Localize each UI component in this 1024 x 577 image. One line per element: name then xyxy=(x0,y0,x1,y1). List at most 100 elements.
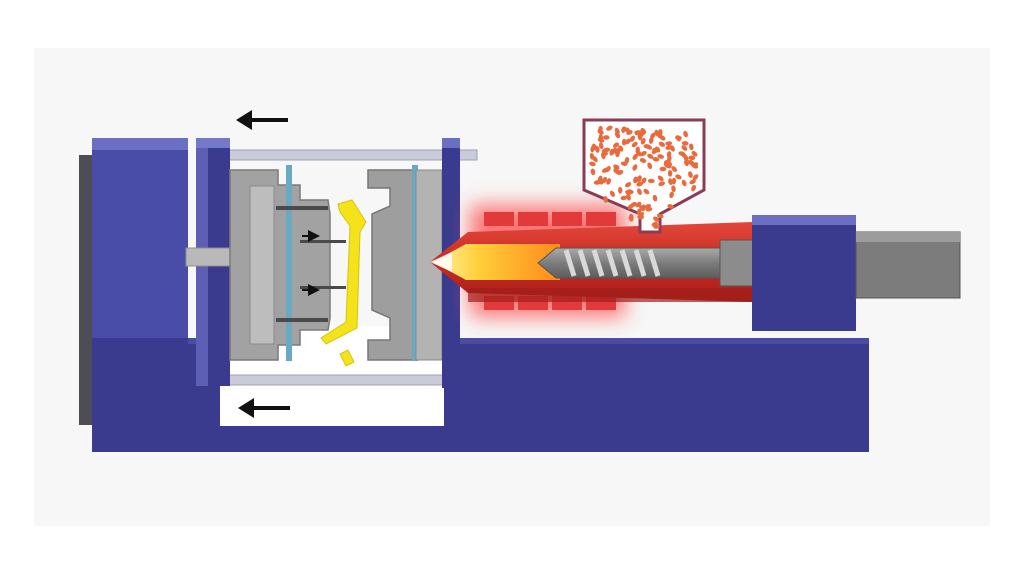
plastic-pellets xyxy=(589,125,699,229)
pellet xyxy=(678,151,686,156)
pellet xyxy=(589,161,596,167)
pellet xyxy=(643,188,650,195)
pellet xyxy=(650,132,656,139)
rear-platen xyxy=(79,138,188,428)
pellet xyxy=(669,191,674,199)
mold-open-arrow-top xyxy=(236,110,288,130)
pellet xyxy=(609,190,615,197)
pellet xyxy=(606,125,613,131)
pellet xyxy=(671,185,676,193)
pellet xyxy=(606,178,611,185)
pellet xyxy=(652,157,660,162)
pellet xyxy=(639,158,647,163)
pellet xyxy=(618,145,624,152)
pellet xyxy=(647,178,655,184)
pellet xyxy=(668,178,673,185)
pellet xyxy=(629,135,636,142)
pellet xyxy=(683,130,688,138)
pellet xyxy=(640,138,646,145)
pellet xyxy=(675,174,682,180)
pellet xyxy=(611,148,619,153)
pellet xyxy=(681,145,688,151)
ejected-sprue xyxy=(339,349,355,367)
pellet xyxy=(657,154,665,159)
pellet xyxy=(623,127,630,132)
pellet xyxy=(625,182,632,188)
pellet xyxy=(633,176,638,184)
pellet xyxy=(652,194,658,202)
injection-unit-housing xyxy=(752,215,961,331)
pellet xyxy=(691,151,698,157)
pellet xyxy=(658,181,665,187)
pellet xyxy=(667,204,674,209)
pellet xyxy=(590,145,596,153)
molten-plastic xyxy=(433,244,560,280)
pellet xyxy=(657,175,664,182)
pellet xyxy=(643,144,651,149)
pellet xyxy=(595,146,600,153)
pellet xyxy=(648,137,654,144)
pellet xyxy=(626,193,631,201)
pellet xyxy=(644,204,652,209)
pellet xyxy=(654,129,660,137)
pellet xyxy=(640,128,646,135)
pellet xyxy=(590,168,596,176)
pellet xyxy=(688,171,693,178)
pellet xyxy=(600,152,606,160)
pellet xyxy=(665,141,673,146)
pellet xyxy=(637,214,644,220)
pellet xyxy=(658,141,666,147)
pellet xyxy=(601,176,608,184)
pellet xyxy=(598,142,604,150)
pellet xyxy=(597,137,605,143)
pellet xyxy=(656,213,664,219)
pellet xyxy=(617,186,623,194)
pellet xyxy=(640,150,647,157)
pellet xyxy=(627,203,634,210)
pellet xyxy=(665,145,673,150)
pellet xyxy=(688,155,696,161)
pellet xyxy=(632,153,638,160)
pellet xyxy=(689,179,696,185)
pellet xyxy=(621,138,627,146)
pellet xyxy=(612,142,620,148)
pellet xyxy=(620,161,628,166)
pellet xyxy=(603,196,608,203)
pellet xyxy=(603,147,611,153)
nozzle-tip xyxy=(430,252,452,272)
screw-flights xyxy=(563,249,661,277)
pellet xyxy=(614,131,621,139)
pellet xyxy=(641,177,647,184)
fixed-mold-half xyxy=(367,165,443,361)
pellet xyxy=(659,135,666,141)
pellet xyxy=(671,177,677,185)
pellet xyxy=(641,204,646,212)
pellet xyxy=(625,138,631,145)
pellet xyxy=(597,129,604,135)
pellet xyxy=(602,167,609,173)
moving-mold-plate xyxy=(286,165,292,361)
pellet xyxy=(687,160,694,165)
pellet xyxy=(653,216,660,222)
pellet xyxy=(634,130,642,135)
pellet xyxy=(654,146,661,153)
pellet xyxy=(631,141,638,148)
pellet xyxy=(602,135,610,140)
fixed-mold-plate xyxy=(412,165,418,361)
pellet xyxy=(675,135,681,142)
pellet xyxy=(684,159,689,167)
pellet xyxy=(681,141,689,146)
pellet xyxy=(597,178,604,185)
pellet xyxy=(691,184,697,192)
pellet xyxy=(625,190,632,195)
pellet xyxy=(635,146,640,154)
pellet xyxy=(636,208,642,215)
pellet xyxy=(681,179,687,187)
pellet xyxy=(589,152,595,160)
pellet xyxy=(659,166,667,172)
pellet xyxy=(692,174,699,181)
pellet xyxy=(667,169,673,177)
pellet xyxy=(647,162,653,170)
